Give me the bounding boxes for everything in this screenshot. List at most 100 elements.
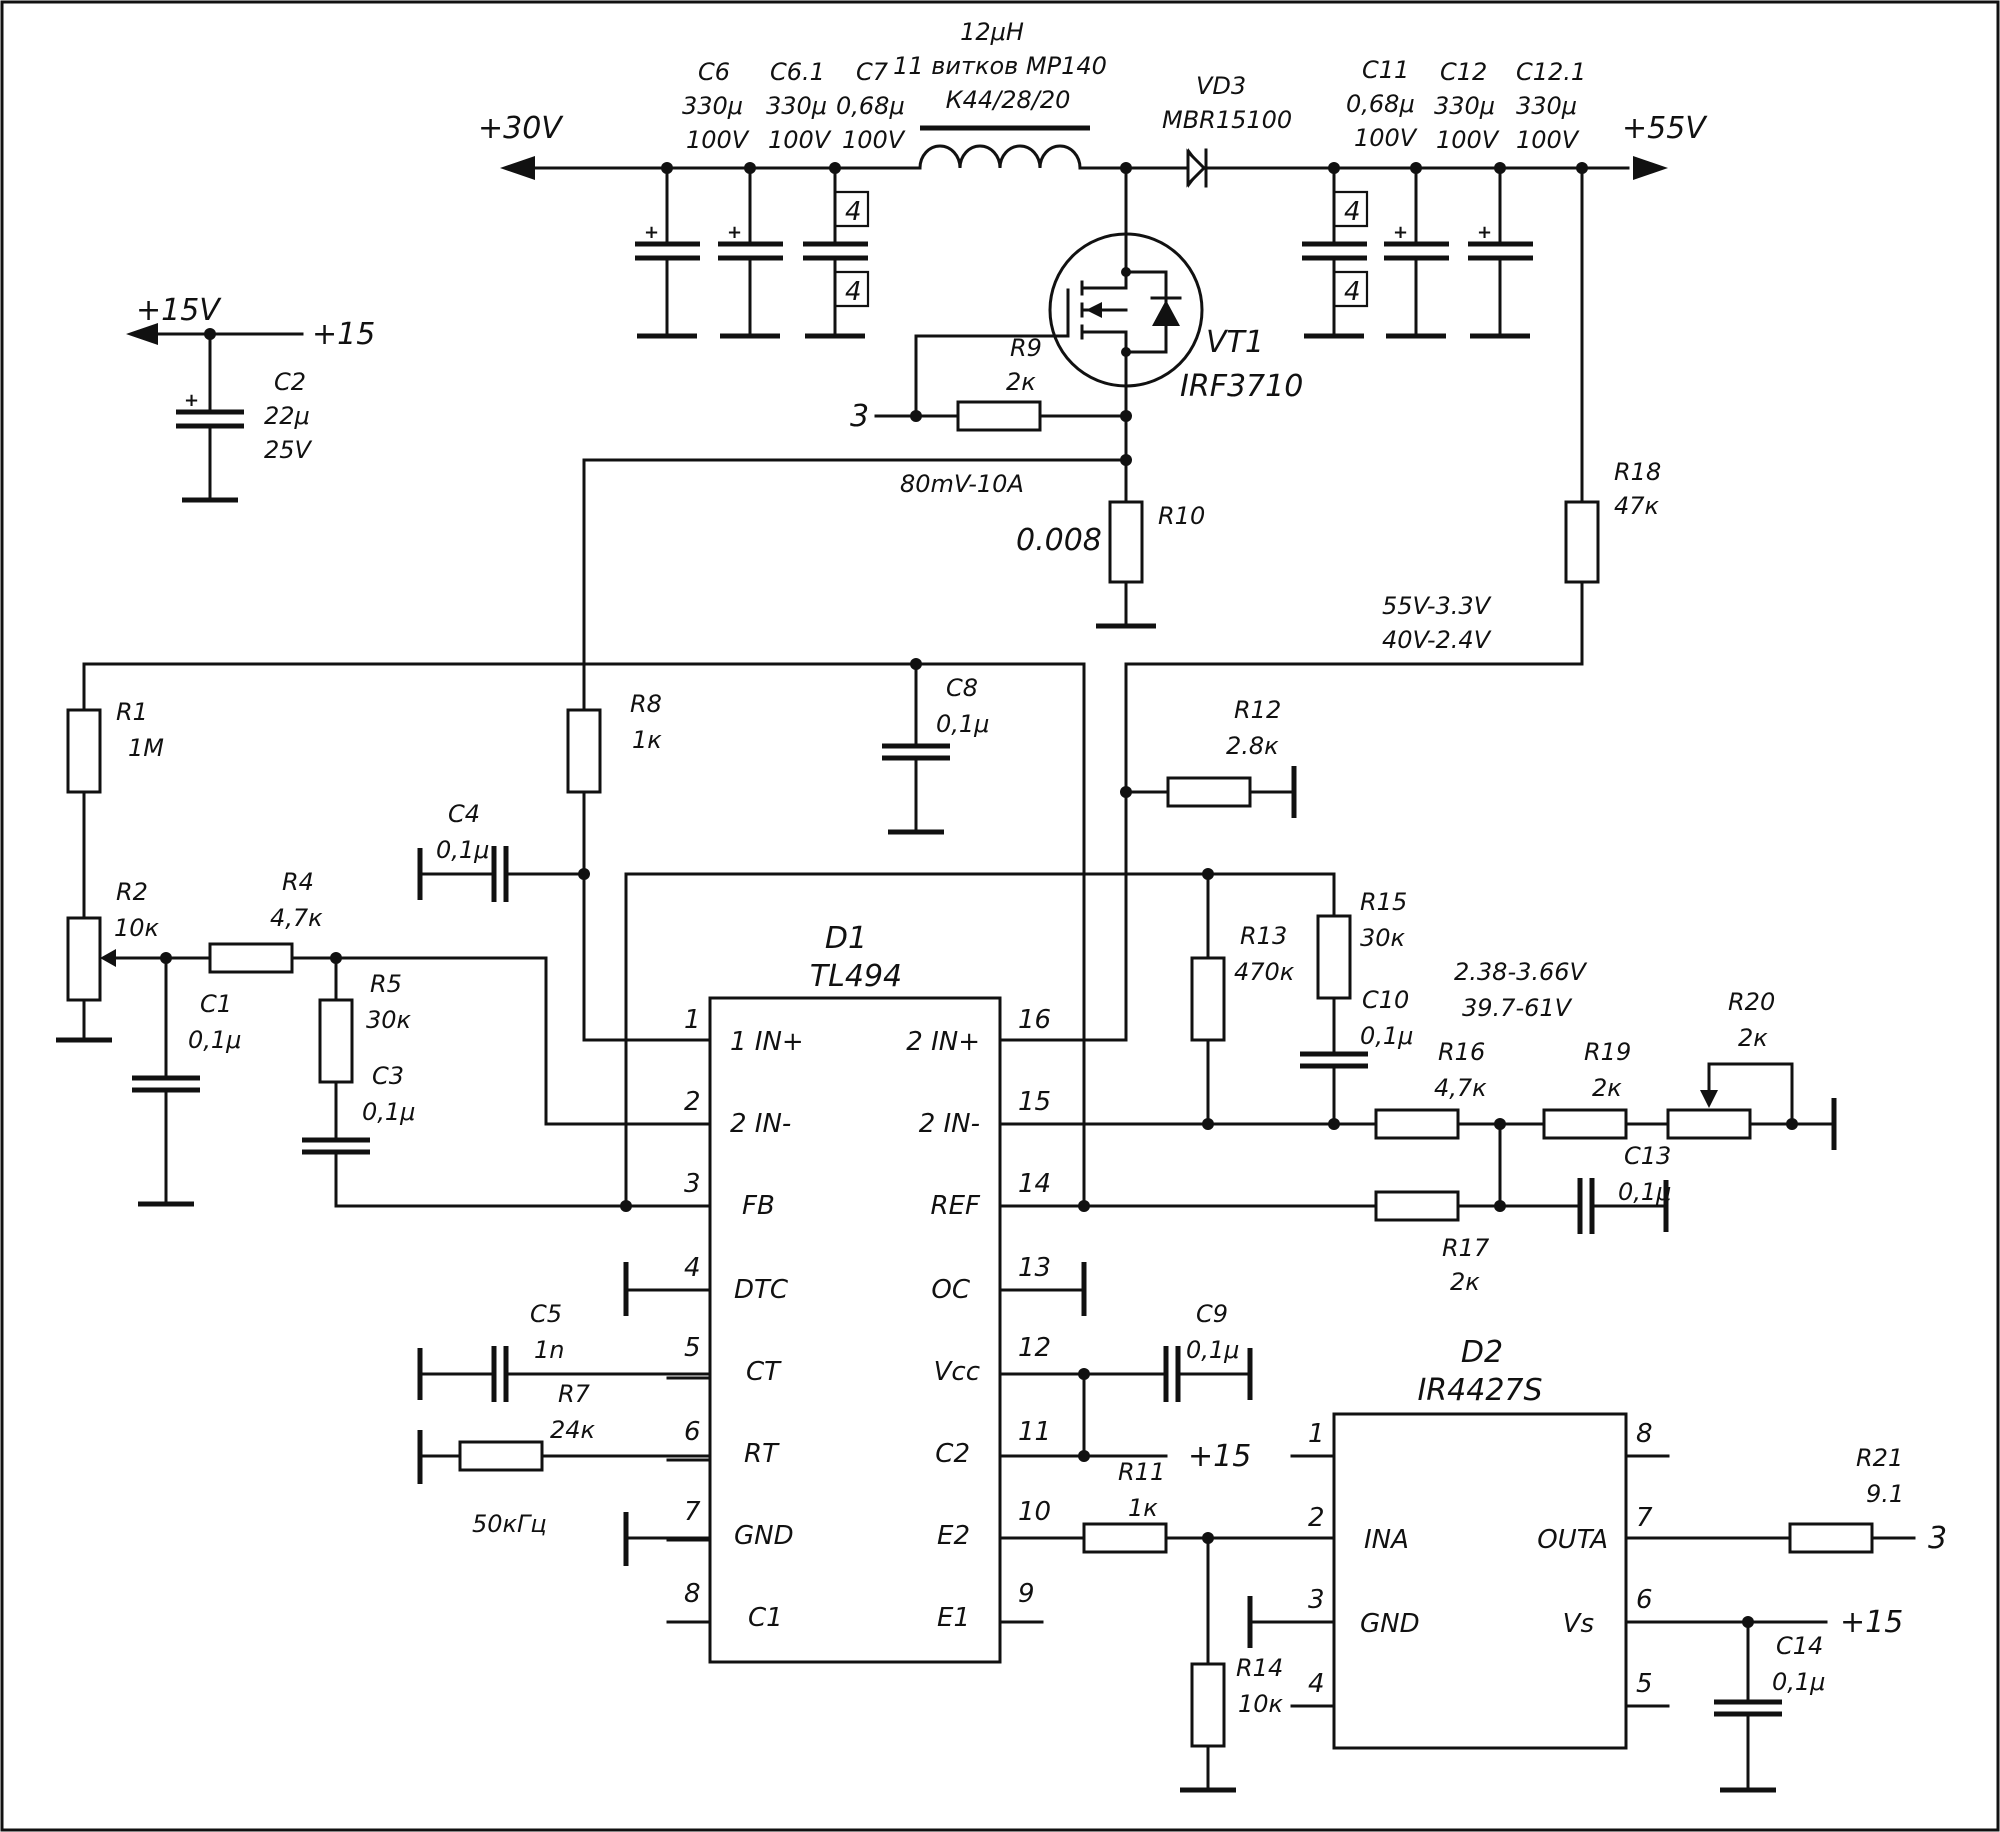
r2-ref: R2 <box>116 878 148 906</box>
c1-ref: C1 <box>200 990 232 1018</box>
c11-voltage: 100V <box>1354 124 1418 152</box>
r15-ref: R15 <box>1360 888 1407 916</box>
r8-value: 1к <box>632 726 662 754</box>
ic-d1-tl494: D1 TL494 1 2 3 4 5 6 7 8 1 IN+ 2 IN- FB … <box>666 921 1051 1664</box>
diode-vd3: VD3 MBR15100 <box>1162 72 1292 188</box>
d1-pin7-num: 7 <box>684 1497 701 1527</box>
net-plus15-in: +15 <box>312 317 375 352</box>
supply-15v: + +15V +15 C2 22μ 25V <box>126 293 375 503</box>
r10-ref: R10 <box>1158 502 1205 530</box>
cap-c6-1: + C6.1 330μ 100V <box>718 58 832 339</box>
r8-ref: R8 <box>630 690 662 718</box>
c3-value: 0,1μ <box>362 1098 415 1126</box>
svg-text:+: + <box>727 222 742 243</box>
c7-ref: C7 <box>856 58 889 86</box>
d1-pin5-num: 5 <box>684 1333 701 1363</box>
vs-net-plus15: +15 <box>1840 1605 1903 1640</box>
resistor-r17 <box>1374 1190 1460 1222</box>
c7-mult-bottom: 4 <box>845 277 862 307</box>
r20-value: 2к <box>1738 1024 1768 1052</box>
r9-ref: R9 <box>1010 334 1042 362</box>
vt1-part: IRF3710 <box>1180 369 1303 404</box>
resistor-r13 <box>1190 956 1226 1042</box>
r15-value: 30к <box>1360 924 1406 952</box>
r1-value: 1M <box>128 734 164 762</box>
d1-pin9-num: 9 <box>1018 1579 1035 1609</box>
plus55v-arrow <box>1633 156 1668 180</box>
r18-ref: R18 <box>1614 458 1661 486</box>
r4-ref: R4 <box>282 868 314 896</box>
inductor-core: К44/28/20 <box>946 86 1071 114</box>
d1-pin4-num: 4 <box>684 1253 701 1283</box>
c2-voltage: 25V <box>264 436 313 464</box>
r13-ref: R13 <box>1240 922 1287 950</box>
c6-voltage: 100V <box>686 126 750 154</box>
d1-pin8-name: C1 <box>748 1603 783 1633</box>
c8-value: 0,1μ <box>936 710 989 738</box>
c2-value: 22μ <box>264 402 310 430</box>
d1-pin6-name: RT <box>744 1439 780 1469</box>
c1-value: 0,1μ <box>188 1026 241 1054</box>
r14-ref: R14 <box>1236 1654 1283 1682</box>
gate-net-3: 3 <box>850 399 869 434</box>
net-plus15v: +15V <box>136 293 222 328</box>
d2-pin4-num: 4 <box>1308 1669 1325 1699</box>
resistor-r15 <box>1316 914 1352 1000</box>
d2-pin3-num: 3 <box>1308 1585 1325 1615</box>
d1-pin2-num: 2 <box>684 1087 701 1117</box>
r4-value: 4,7к <box>270 904 323 932</box>
r5-value: 30к <box>366 1006 412 1034</box>
d2-pin6-num: 6 <box>1636 1585 1653 1615</box>
svg-text:+: + <box>644 222 659 243</box>
r2-value: 10к <box>114 914 160 942</box>
r7-value: 24к <box>550 1416 596 1444</box>
r12-value: 2.8к <box>1226 732 1279 760</box>
resistor-r5 <box>318 998 354 1084</box>
d1-ref: D1 <box>825 921 867 956</box>
d1-pin16-name: 2 IN+ <box>906 1027 980 1057</box>
c10-value: 0,1μ <box>1360 1022 1413 1050</box>
d1-pin11-num: 11 <box>1018 1417 1051 1447</box>
cap-c6: + C6 330μ 100V <box>635 58 750 339</box>
d2-pin8-num: 8 <box>1636 1419 1653 1449</box>
resistor-r14 <box>1190 1662 1226 1748</box>
d1-left-network: R8 1к C4 0,1μ R1 1M C8 0,1μ R2 10к <box>56 458 1210 1566</box>
d2-pin1-num: 1 <box>1308 1419 1325 1449</box>
d1-pin8-num: 8 <box>684 1579 701 1609</box>
c11-mult-top: 4 <box>1344 197 1361 227</box>
d2-pin2-num: 2 <box>1308 1503 1325 1533</box>
c4-value: 0,1μ <box>436 836 489 864</box>
d1-pin11-name: C2 <box>935 1439 970 1469</box>
d1-pin13-num: 13 <box>1018 1253 1051 1283</box>
d1-pin16-num: 16 <box>1018 1005 1051 1035</box>
power-stage: +30V +55V 12μH 11 витков МР140 К44/28/20… <box>478 18 1708 1042</box>
r2-wiper <box>100 949 116 967</box>
d1-pin6-num: 6 <box>684 1417 701 1447</box>
c13-ref: C13 <box>1624 1142 1671 1170</box>
d2-part: IR4427S <box>1417 1373 1542 1408</box>
vd3-ref: VD3 <box>1196 72 1246 100</box>
d1-pin1-num: 1 <box>684 1005 701 1035</box>
resistor-r12 <box>1166 776 1252 808</box>
c5-ref: C5 <box>530 1300 562 1328</box>
c6-1-ref: C6.1 <box>770 58 825 86</box>
c14-ref: C14 <box>1776 1632 1823 1660</box>
c13-value: 0,1μ <box>1618 1178 1671 1206</box>
mosfet-vt1: VT1 IRF3710 <box>1048 166 1303 472</box>
d1-pin1-name: 1 IN+ <box>730 1027 804 1057</box>
fb-55v-label: 55V-3.3V <box>1382 592 1492 620</box>
c6-1-value: 330μ <box>766 92 827 120</box>
c10-ref: C10 <box>1362 986 1409 1014</box>
c5-value: 1n <box>534 1336 564 1364</box>
r19-value: 2к <box>1592 1074 1622 1102</box>
r7-ref: R7 <box>558 1380 591 1408</box>
resistor-r1 <box>66 708 102 794</box>
r11-value: 1к <box>1128 1494 1158 1522</box>
d1-pin15-name: 2 IN- <box>919 1109 980 1139</box>
cap-c12: + C12 330μ 100V <box>1384 58 1500 339</box>
c12-1-ref: C12.1 <box>1516 58 1586 86</box>
sense-label: 80mV-10A <box>900 470 1024 498</box>
c12-1-value: 330μ <box>1516 92 1577 120</box>
resistor-r20 <box>1666 1108 1752 1140</box>
d2-ref: D2 <box>1461 1335 1503 1370</box>
